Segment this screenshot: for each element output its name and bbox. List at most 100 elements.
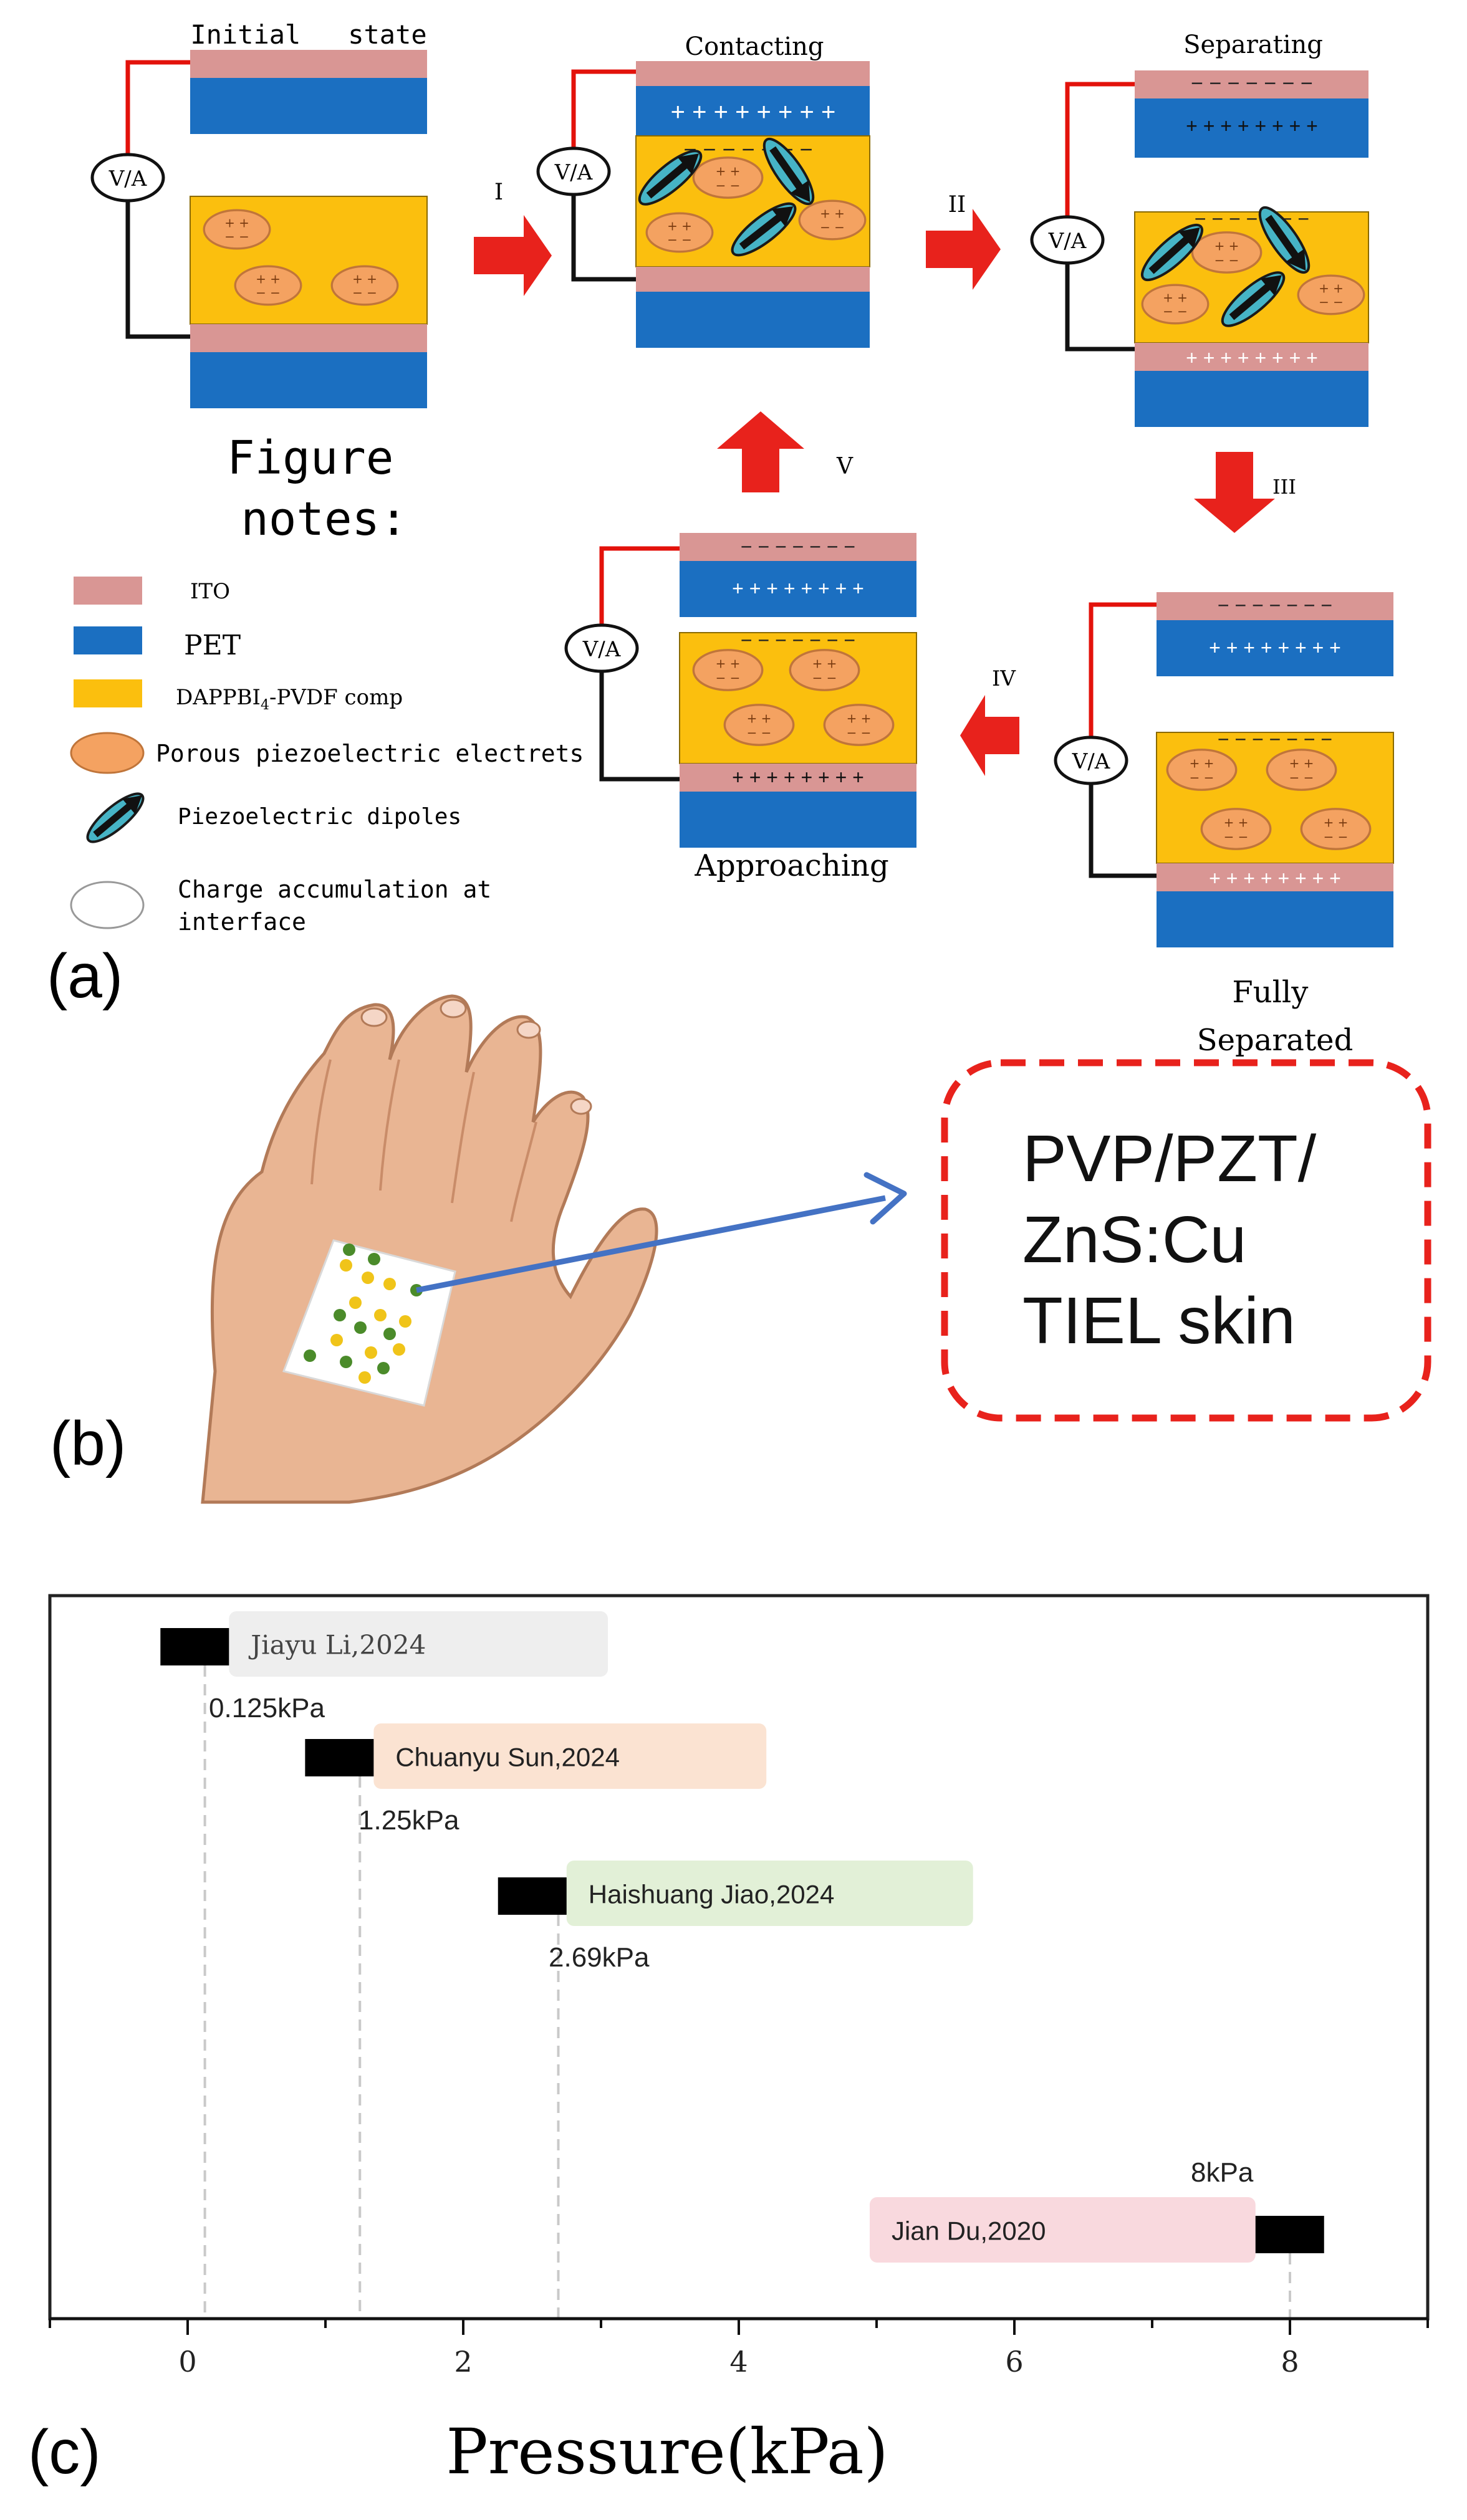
electret-charge: + + — [812, 656, 837, 671]
charge-row: − − − − − − − — [741, 629, 855, 651]
arrow-up-icon — [717, 411, 804, 492]
charge-row: − − − − − − − — [1191, 72, 1313, 95]
panel-label-a: (a) — [47, 941, 123, 1011]
charge-row: − − − − − − − — [741, 535, 855, 558]
charge-row: + + + + + + + + — [1209, 867, 1341, 889]
charge-row: − − − − − − − — [1218, 594, 1332, 616]
electret-charge: − − — [820, 219, 845, 234]
value-label: 1.25kPa — [358, 1805, 459, 1836]
legend-swatch-interface — [70, 881, 145, 929]
piezoelectric-dipole-icon — [1258, 206, 1311, 274]
value-label: 8kPa — [1191, 2157, 1254, 2188]
meter — [90, 153, 165, 203]
electret-charge: − − — [716, 178, 741, 193]
value-marker — [1255, 2216, 1324, 2253]
series-name-label: Jian Du,2020 — [892, 2216, 1046, 2246]
x-tick-label: 4 — [729, 2345, 748, 2379]
pet-layer — [190, 352, 427, 408]
pet-layer — [636, 292, 870, 348]
ito-layer — [1135, 70, 1368, 98]
charge-row: + + + + + + + + — [1186, 115, 1318, 137]
series-bar — [566, 1861, 973, 1926]
stage-initial: Initial state + +− − + +− − + +− − V/A — [90, 19, 428, 408]
value-marker — [498, 1877, 567, 1915]
electret-charge: − − — [1324, 830, 1349, 845]
pet-layer — [636, 86, 870, 136]
stage-fully-separated: − − − − − − − + + + + + + + + − − − − − … — [1054, 592, 1394, 1058]
x-tick-label: 6 — [1005, 2345, 1023, 2379]
electret-charge: + + — [747, 711, 772, 726]
ito-layer — [1157, 592, 1393, 620]
x-tick-label: 0 — [178, 2345, 196, 2379]
charge-row: + + + + + + + + — [1186, 347, 1318, 369]
panel-b: PVP/PZT/ ZnS:Cu TIEL skin (b) — [50, 994, 1431, 1504]
step-label: V — [836, 454, 854, 479]
meter-label: V/A — [1048, 229, 1087, 254]
x-axis-label: Pressure(kPa) — [446, 2415, 888, 2488]
electret-charge: − − — [667, 232, 692, 247]
notes-title: Figure notes: — [227, 431, 421, 546]
legend-swatch-electret — [70, 732, 145, 774]
stage-title-initial: Initial state — [190, 19, 426, 50]
arrow-head-icon — [863, 1172, 907, 1225]
meter-label: V/A — [582, 637, 621, 662]
stage-title-approaching: Approaching — [694, 848, 888, 883]
arrow-right-icon — [474, 215, 552, 296]
ito-layer — [636, 61, 870, 86]
electret-charge: + + — [1324, 815, 1349, 830]
hand-illustration — [201, 994, 658, 1504]
electret-charge: + + — [820, 206, 845, 221]
stage-approaching: − − − − − − − + + + + + + + + − − − − − … — [564, 533, 917, 883]
value-marker — [305, 1739, 374, 1776]
pet-layer — [1135, 371, 1368, 427]
meter-label: V/A — [554, 160, 593, 185]
electret-charge: + + — [256, 272, 281, 287]
meter-label: V/A — [1072, 749, 1110, 774]
legend-label-ito: ITO — [190, 579, 230, 604]
electret-charge: − − — [1190, 770, 1214, 785]
electret-charge: − − — [812, 671, 837, 686]
series-bar — [869, 2197, 1256, 2263]
piezoelectric-dipole-icon — [638, 150, 703, 206]
pet-layer — [1135, 98, 1368, 158]
piezoelectric-dipole-icon — [1141, 223, 1203, 282]
legend-label-pvdf: DAPPBI4-PVDF comp — [176, 685, 403, 713]
meter — [564, 623, 639, 673]
meter — [1054, 735, 1128, 785]
value-label: 2.69kPa — [549, 1942, 650, 1973]
patch-dots — [304, 1243, 423, 1384]
electret-charge: − − — [1319, 294, 1344, 309]
electret-charge: + + — [1190, 756, 1214, 771]
stage-title-separating: Separating — [1183, 31, 1323, 59]
electret-charge: + + — [667, 219, 692, 234]
series-name-label: Haishuang Jiao,2024 — [589, 1880, 835, 1909]
step-label: III — [1272, 475, 1296, 499]
legend-swatch-pvdf — [74, 679, 142, 707]
legend: ITO PET DAPPBI4-PVDF comp Porous piezoel… — [70, 577, 584, 936]
value-marker — [160, 1628, 229, 1665]
electret-charge: − − — [1163, 304, 1188, 319]
ito-layer — [636, 267, 870, 292]
legend-swatch-ito — [74, 577, 142, 605]
panel-label-b: (b) — [50, 1409, 126, 1478]
electret-charge: + + — [1163, 290, 1188, 305]
electret-charge: − − — [847, 726, 872, 740]
piezoelectric-dipole-icon — [86, 792, 145, 843]
piezoelectric-dipole-icon — [731, 202, 797, 257]
series-name-label: Chuanyu Sun,2024 — [395, 1743, 620, 1772]
electret-charge: + + — [352, 272, 377, 287]
legend-label-electret: Porous piezoelectric electrets — [156, 740, 584, 767]
charge-row: + + + + + + + + — [671, 98, 836, 126]
electret-charge: + + — [1319, 281, 1344, 296]
charge-row: + + + + + + + + — [732, 766, 864, 788]
electret-charge: + + — [1224, 815, 1249, 830]
legend-swatch-pet — [74, 626, 142, 654]
electret-charge: + + — [716, 656, 741, 671]
stage-separating: Separating − − − − − − − + + + + + + + +… — [1030, 31, 1369, 427]
series-bar — [229, 1611, 608, 1677]
series-name-label: Jiayu Li,2024 — [248, 1630, 426, 1660]
electret-charge: + + — [224, 216, 249, 231]
